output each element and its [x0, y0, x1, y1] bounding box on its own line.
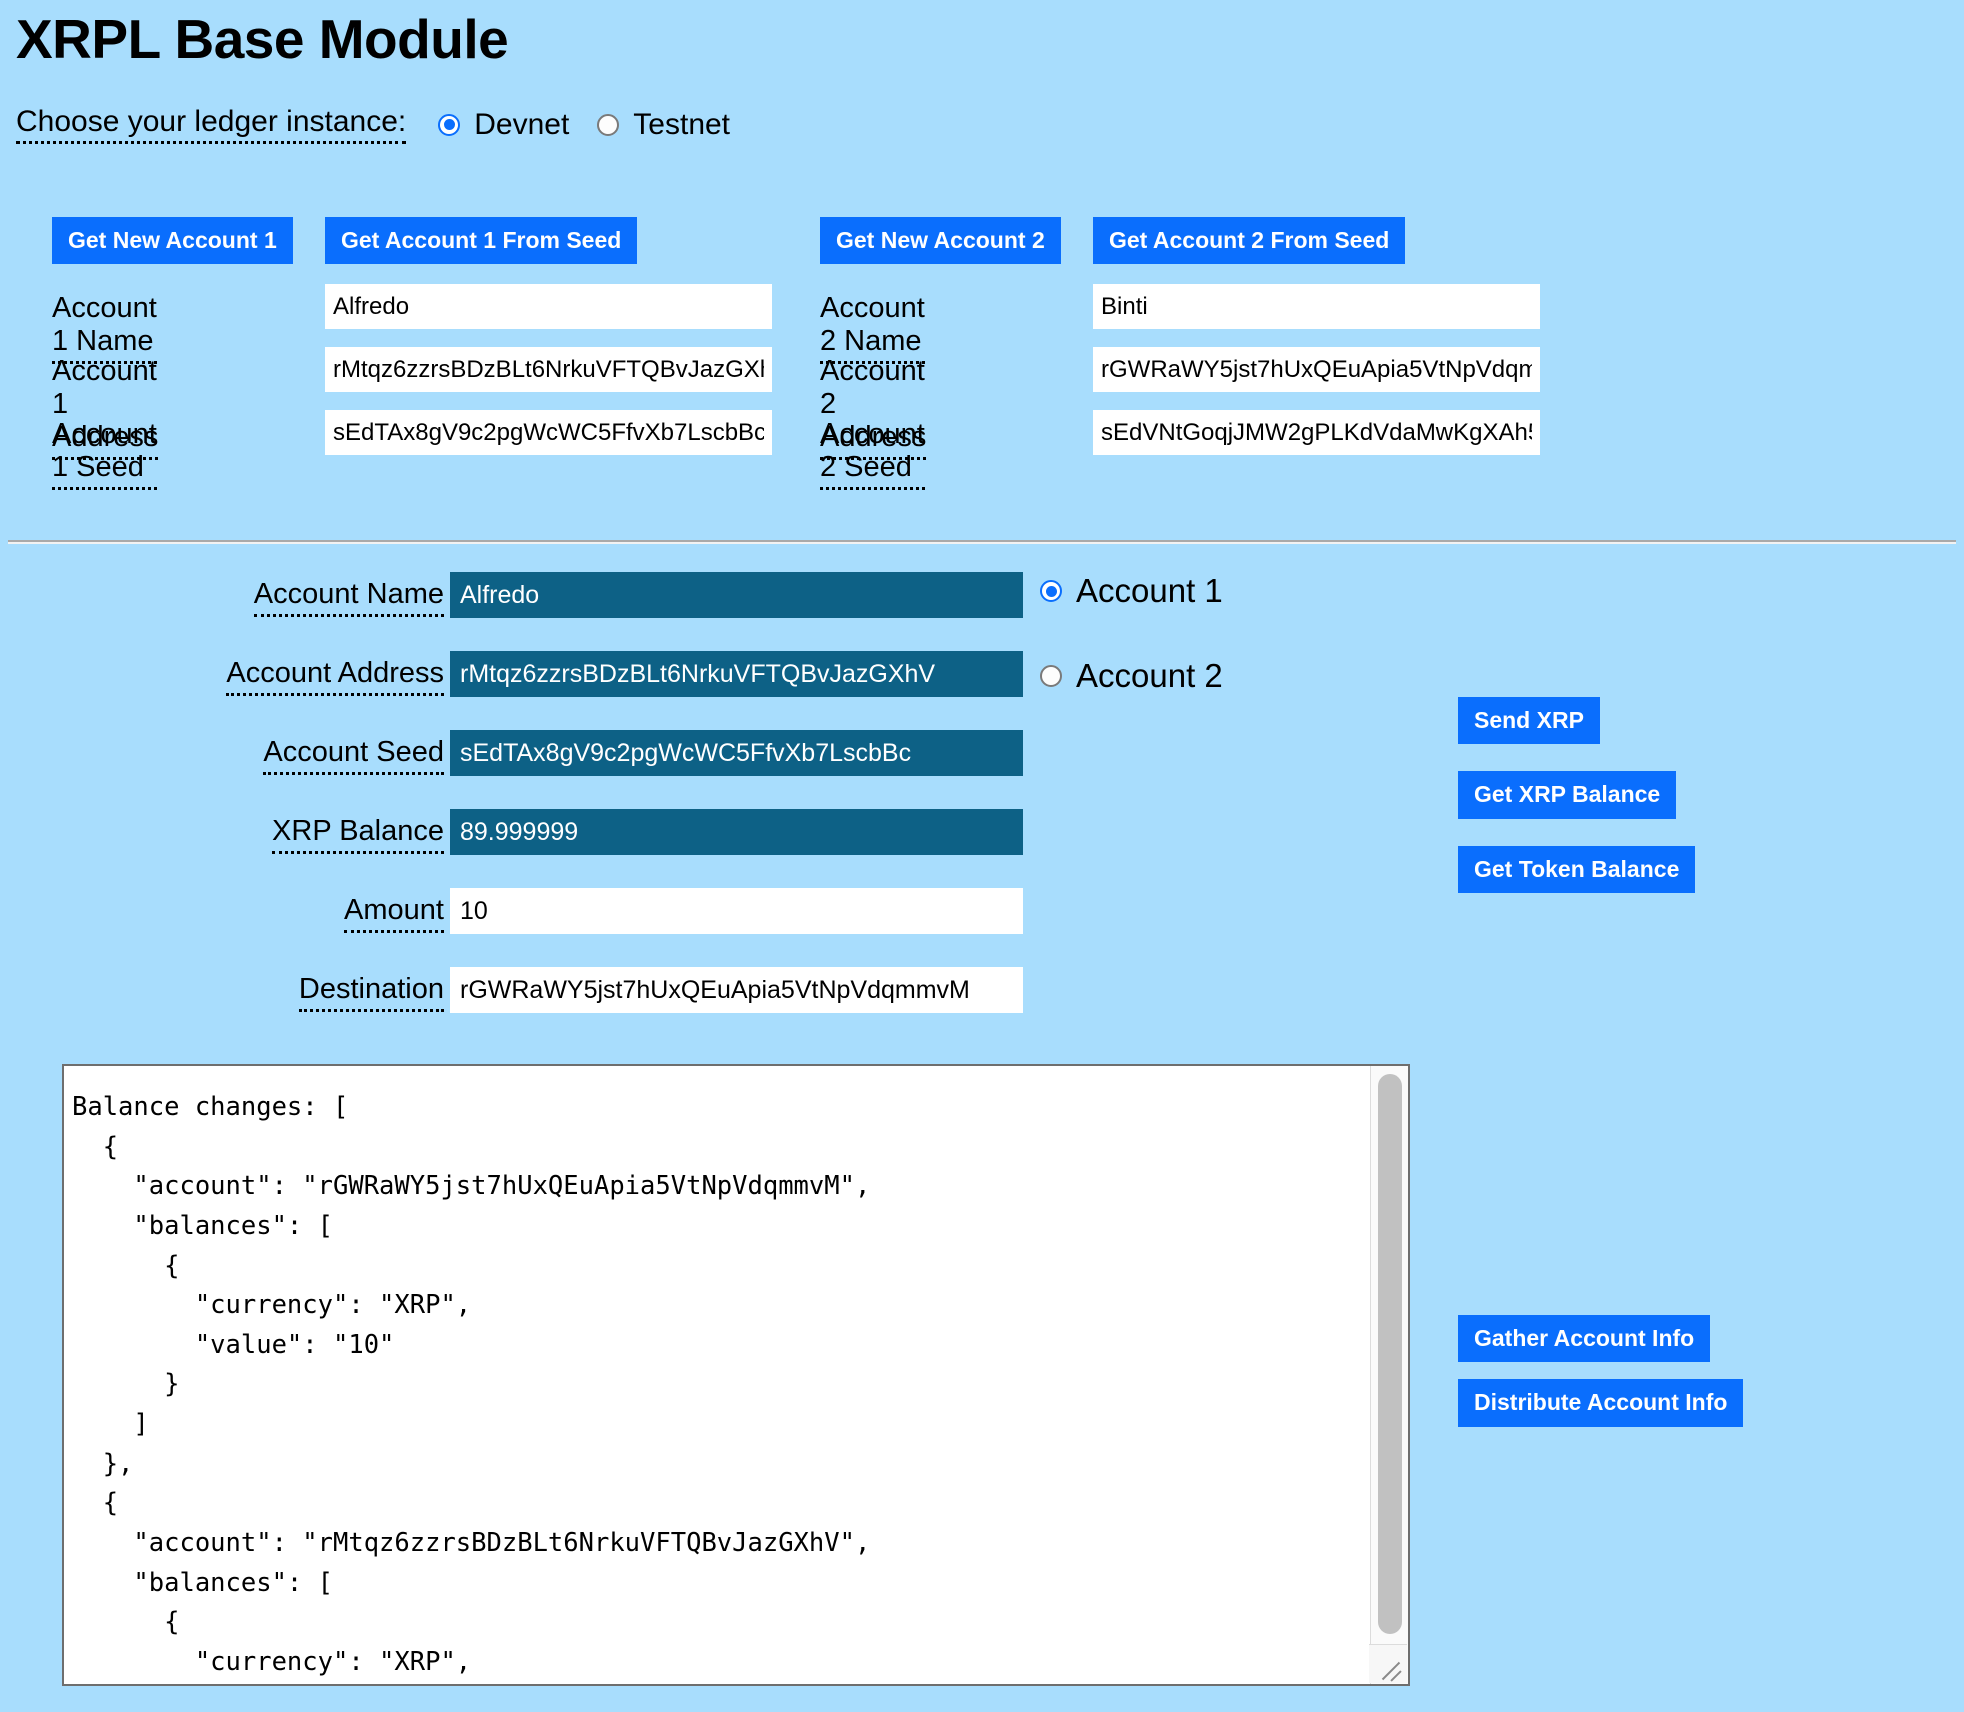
section-divider — [8, 540, 1956, 544]
amount-input[interactable] — [450, 888, 1023, 934]
get-new-account-2-button[interactable]: Get New Account 2 — [820, 217, 1061, 265]
account-2-name-label: Account 2 Name — [820, 292, 925, 364]
results-scrollbar-thumb[interactable] — [1378, 1074, 1402, 1634]
account-1-address-input[interactable] — [325, 347, 772, 392]
destination-label: Destination — [298, 973, 444, 1012]
get-new-account-1-button[interactable]: Get New Account 1 — [52, 217, 293, 265]
distribute-account-info-button[interactable]: Distribute Account Info — [1458, 1379, 1744, 1427]
ledger-instance-label: Choose your ledger instance: — [16, 105, 407, 144]
account-1-name-label: Account 1 Name — [52, 292, 157, 364]
radio-account-1-icon[interactable] — [1040, 580, 1062, 602]
account-seed-input[interactable] — [450, 730, 1023, 776]
xrp-balance-label: XRP Balance — [272, 815, 444, 854]
amount-label: Amount — [344, 894, 444, 933]
account-seed-field: Account Seed — [0, 730, 1964, 776]
account-radio-1-label: Account 1 — [1076, 572, 1223, 609]
radio-devnet-icon[interactable] — [438, 113, 461, 136]
results-textarea-wrapper[interactable]: Balance changes: [ { "account": "rGWRaWY… — [62, 1064, 1410, 1686]
account-name-input[interactable] — [450, 572, 1023, 618]
ledger-radio-testnet[interactable]: Testnet — [597, 108, 730, 142]
account-2-seed-label: Account 2 Seed — [820, 418, 925, 490]
account-2-seed-input[interactable] — [1093, 410, 1540, 455]
account-2-address-input[interactable] — [1093, 347, 1540, 392]
account-2-name-input[interactable] — [1093, 284, 1540, 329]
xrp-action-buttons: Send XRP Get XRP Balance Get Token Balan… — [1458, 697, 1696, 920]
amount-field: Amount — [0, 888, 1964, 934]
main-panel: Account Name Account Address Account See… — [0, 572, 1964, 1712]
get-xrp-balance-button[interactable]: Get XRP Balance — [1458, 771, 1677, 819]
get-account-1-from-seed-button[interactable]: Get Account 1 From Seed — [325, 217, 638, 265]
xrp-balance-field: XRP Balance — [0, 809, 1964, 855]
ledger-chooser: Choose your ledger instance: Devnet Test… — [16, 105, 1964, 144]
get-account-2-from-seed-button[interactable]: Get Account 2 From Seed — [1093, 217, 1406, 265]
page-title: XRPL Base Module — [16, 8, 509, 70]
account-radio-2-label: Account 2 — [1076, 657, 1223, 694]
account-radio-1[interactable]: Account 1 — [1040, 572, 1223, 610]
ledger-radio-group: Devnet Testnet — [438, 108, 758, 142]
send-xrp-button[interactable]: Send XRP — [1458, 697, 1600, 745]
ledger-radio-testnet-label: Testnet — [633, 107, 731, 141]
account-name-label: Account Name — [253, 578, 444, 617]
account-name-field: Account Name — [0, 572, 1964, 618]
resize-grip-icon[interactable] — [1369, 1644, 1407, 1683]
ledger-radio-devnet-label: Devnet — [474, 107, 570, 141]
account-address-field: Account Address — [0, 651, 1964, 697]
destination-field: Destination — [0, 967, 1964, 1013]
account-select-radio-group: Account 1 Account 2 — [1040, 572, 1251, 742]
get-token-balance-button[interactable]: Get Token Balance — [1458, 845, 1696, 893]
results-textarea[interactable]: Balance changes: [ { "account": "rGWRaWY… — [64, 1066, 1364, 1684]
account-address-input[interactable] — [450, 651, 1023, 697]
radio-account-2-icon[interactable] — [1040, 665, 1062, 687]
account-seed-label: Account Seed — [263, 736, 444, 775]
xrp-balance-input[interactable] — [450, 809, 1023, 855]
ledger-radio-devnet[interactable]: Devnet — [438, 108, 569, 142]
account-1-name-input[interactable] — [325, 284, 772, 329]
account-1-seed-input[interactable] — [325, 410, 772, 455]
account-1-address-label: Account 1 Address — [52, 355, 159, 460]
results-scrollbar[interactable] — [1370, 1066, 1408, 1684]
account-radio-2[interactable]: Account 2 — [1040, 657, 1223, 695]
account-2-address-label: Account 2 Address — [820, 355, 927, 460]
destination-input[interactable] — [450, 967, 1023, 1013]
account-1-seed-label: Account 1 Seed — [52, 418, 157, 490]
account-info-buttons: Gather Account Info Distribute Account I… — [1458, 1315, 1744, 1444]
account-address-label: Account Address — [226, 657, 444, 696]
gather-account-info-button[interactable]: Gather Account Info — [1458, 1315, 1711, 1363]
radio-testnet-icon[interactable] — [597, 113, 620, 136]
